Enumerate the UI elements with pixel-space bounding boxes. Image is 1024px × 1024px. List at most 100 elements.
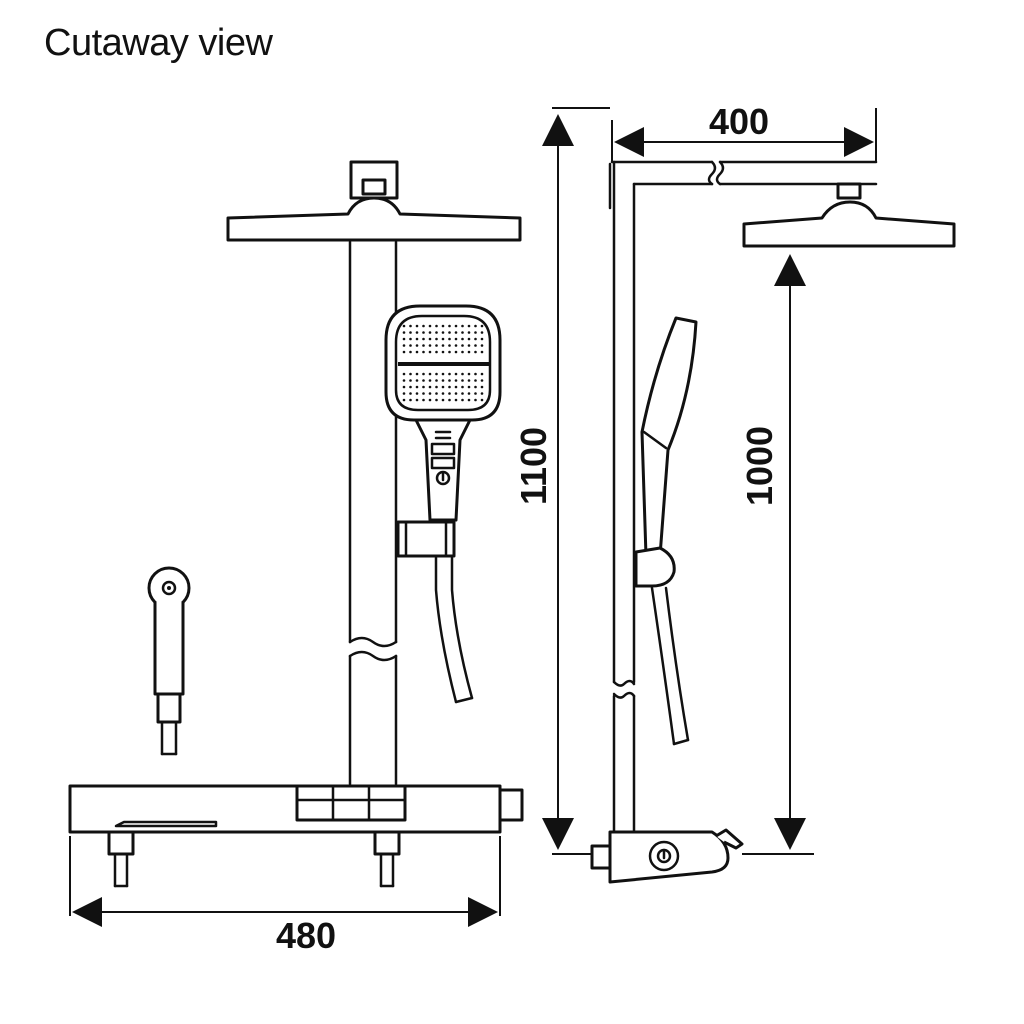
nozzle-dot (480, 392, 484, 395)
side-thermostat-body (590, 828, 744, 884)
nozzle-dot (415, 331, 419, 334)
nozzle-dot (454, 331, 458, 334)
nozzle-dot (454, 337, 458, 341)
front-view: 480 (68, 160, 524, 956)
nozzle-dot (474, 398, 477, 402)
nozzle-dot (422, 372, 425, 376)
nozzle-dot (415, 385, 419, 389)
nozzle-dot (448, 350, 451, 354)
nozzle-dot (422, 337, 425, 341)
nozzle-dot (422, 398, 425, 402)
nozzle-dot (415, 337, 419, 341)
nozzle-dot (467, 344, 471, 347)
nozzle-dot (467, 331, 471, 334)
nozzle-dot (467, 337, 471, 341)
nozzle-dot (409, 398, 412, 402)
nozzle-dot (415, 350, 419, 354)
nozzle-dot (428, 350, 432, 354)
nozzle-dot (402, 331, 406, 334)
thermostatic-shelf (68, 784, 524, 834)
nozzle-dot (428, 398, 432, 402)
nozzle-dot (454, 344, 458, 347)
nozzle-dot (448, 324, 451, 328)
nozzle-dot (422, 379, 425, 382)
riser-pipe (348, 240, 398, 786)
nozzle-dot (441, 331, 445, 334)
nozzle-dot (435, 372, 438, 376)
nozzle-dot (448, 337, 451, 341)
nozzle-dot (422, 385, 425, 389)
nozzle-dot (480, 331, 484, 334)
nozzle-dot (415, 344, 419, 347)
nozzle-dot (474, 344, 477, 347)
nozzle-dot (474, 372, 477, 376)
nozzle-dot (480, 350, 484, 354)
nozzle-dot (474, 331, 477, 334)
nozzle-dot (461, 385, 464, 389)
nozzle-dot (402, 385, 406, 389)
nozzle-dot (441, 379, 445, 382)
nozzle-dot (428, 324, 432, 328)
nozzle-dot (480, 398, 484, 402)
nozzle-dot (435, 331, 438, 334)
nozzle-dot (480, 337, 484, 341)
nozzle-dot (428, 392, 432, 395)
shower-holder-bracket (396, 520, 456, 558)
nozzle-dot (441, 324, 445, 328)
width-dimension-label: 480 (276, 915, 336, 956)
side-view: 400 1100 1000 (513, 101, 956, 884)
nozzle-dot (461, 331, 464, 334)
nozzle-dot (441, 344, 445, 347)
nozzle-dot (474, 379, 477, 382)
nozzle-dot (441, 392, 445, 395)
nozzle-dot (441, 337, 445, 341)
nozzle-dot (474, 385, 477, 389)
nozzle-dot (448, 344, 451, 347)
nozzle-dot (428, 385, 432, 389)
nozzle-dot (461, 392, 464, 395)
nozzle-dot (454, 379, 458, 382)
nozzle-dot (415, 398, 419, 402)
nozzle-dot (448, 385, 451, 389)
nozzle-dot (441, 350, 445, 354)
nozzle-dot (461, 398, 464, 402)
nozzle-pattern (402, 324, 484, 402)
nozzle-dot (480, 344, 484, 347)
nozzle-dot (474, 337, 477, 341)
nozzle-dot (474, 324, 477, 328)
nozzle-dot (409, 379, 412, 382)
nozzle-dot (435, 392, 438, 395)
nozzle-dot (467, 398, 471, 402)
nozzle-dot (409, 350, 412, 354)
nozzle-dot (461, 379, 464, 382)
side-rain-shower-head (742, 182, 956, 248)
nozzle-dot (402, 344, 406, 347)
nozzle-dot (467, 379, 471, 382)
nozzle-dot (428, 331, 432, 334)
nozzle-dot (461, 372, 464, 376)
nozzle-dot (474, 350, 477, 354)
nozzle-dot (448, 379, 451, 382)
nozzle-dot (428, 379, 432, 382)
wall-connector-left (107, 830, 135, 888)
nozzle-dot (402, 392, 406, 395)
nozzle-dot (402, 372, 406, 376)
nozzle-dot (402, 398, 406, 402)
nozzle-dot (409, 385, 412, 389)
width-dimension: 480 (69, 836, 501, 956)
nozzle-dot (435, 344, 438, 347)
nozzle-dot (454, 385, 458, 389)
nozzle-dot (435, 379, 438, 382)
nozzle-dot (409, 331, 412, 334)
head-height-label: 1000 (739, 426, 780, 506)
nozzle-dot (474, 392, 477, 395)
wall-connector-right (373, 830, 401, 888)
nozzle-dot (454, 350, 458, 354)
total-height-label: 1100 (513, 427, 554, 505)
hand-shower (384, 304, 502, 522)
nozzle-dot (415, 379, 419, 382)
nozzle-dot (461, 344, 464, 347)
nozzle-dot (402, 379, 406, 382)
nozzle-dot (428, 344, 432, 347)
nozzle-dot (480, 385, 484, 389)
